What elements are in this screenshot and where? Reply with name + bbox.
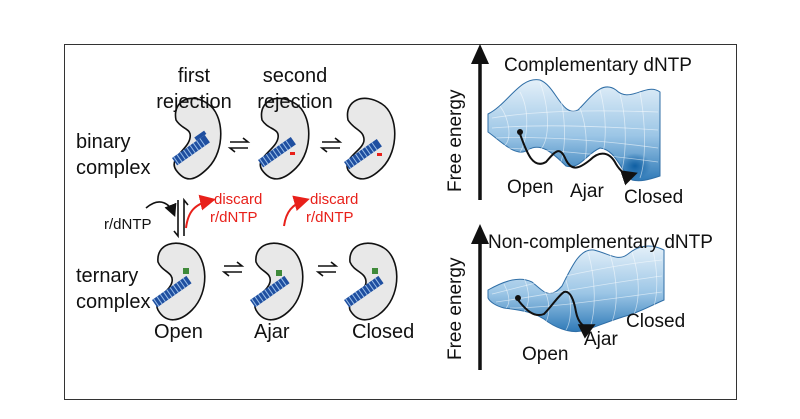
- rdntp-arrow: [145, 201, 177, 217]
- label-bottom-ajar: Ajar: [584, 329, 618, 350]
- label-first: first: [177, 65, 211, 87]
- label-rdntp-discard-2: r/dNTP: [306, 209, 354, 226]
- label-rejection-1: rejection: [156, 91, 232, 113]
- label-rdntp: r/dNTP: [104, 216, 152, 233]
- label-closed: Closed: [352, 321, 415, 343]
- enzyme-binary-closed: [344, 97, 396, 180]
- discard-arrow-1: [185, 194, 216, 229]
- label-rejection-2: rejection: [257, 91, 333, 113]
- label-bottom-open: Open: [522, 344, 569, 365]
- label-discard-1: discard: [214, 191, 263, 208]
- axis-top: [471, 44, 489, 200]
- enzyme-ternary-open: [152, 242, 206, 321]
- energy-surface-bottom: [487, 245, 665, 339]
- label-complex-2: complex: [76, 291, 151, 313]
- figure-frame: [64, 44, 737, 400]
- enzyme-ternary-closed: [344, 242, 398, 321]
- label-second: second: [262, 65, 328, 87]
- title-non-complementary: Non-complementary dNTP: [488, 232, 713, 253]
- y-axis-label-bottom: Free energy: [445, 257, 466, 360]
- energy-surface-top: [487, 79, 661, 186]
- equilibrium-arrows: [173, 137, 343, 277]
- label-top-open: Open: [507, 177, 554, 198]
- label-complex-1: complex: [76, 157, 151, 179]
- label-open: Open: [154, 321, 203, 343]
- enzyme-binary-open: [172, 97, 222, 180]
- title-complementary: Complementary dNTP: [504, 55, 692, 76]
- enzyme-ternary-ajar: [250, 242, 304, 321]
- label-ajar: Ajar: [254, 321, 290, 343]
- label-bottom-closed: Closed: [626, 311, 686, 332]
- discard-arrow-2: [283, 195, 310, 227]
- label-rdntp-discard-1: r/dNTP: [210, 209, 258, 226]
- y-axis-label-top: Free energy: [445, 89, 466, 192]
- label-binary: binary: [76, 131, 131, 153]
- axis-bottom: [471, 224, 489, 370]
- label-discard-2: discard: [310, 191, 359, 208]
- label-ternary: ternary: [76, 265, 139, 287]
- label-top-closed: Closed: [624, 187, 684, 208]
- label-top-ajar: Ajar: [570, 181, 604, 202]
- enzyme-binary-ajar: [258, 97, 310, 180]
